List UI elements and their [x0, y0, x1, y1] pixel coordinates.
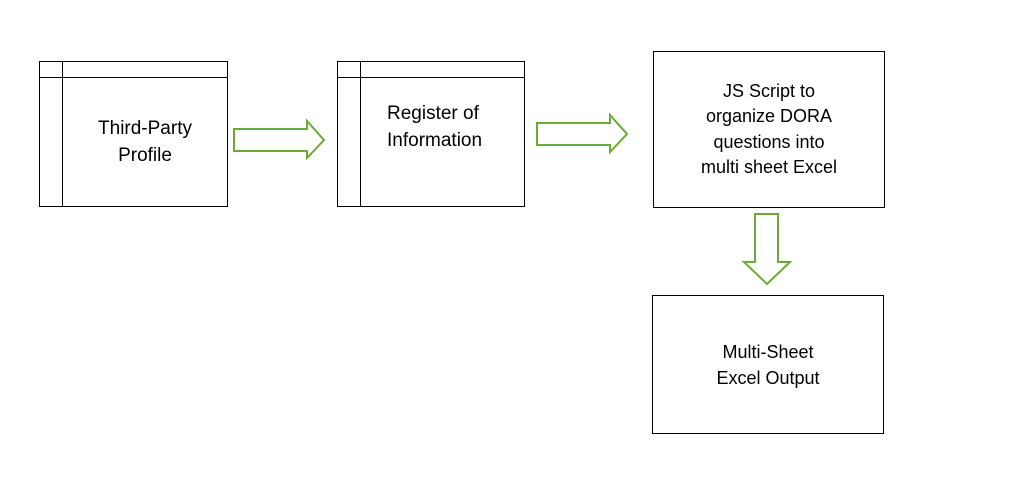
- third-party-profile-node: [39, 61, 228, 207]
- register-of-information-node: [337, 61, 525, 207]
- node-header-line: [338, 77, 524, 78]
- register-of-information-label: Register of Information: [387, 86, 522, 168]
- register-of-information-line-2: Information: [387, 130, 483, 151]
- js-script-line-2: organize DORA: [705, 106, 833, 126]
- js-script-label: JS Script to organize DORA questions int…: [653, 51, 885, 208]
- third-party-profile-line-2: Profile: [118, 145, 172, 166]
- node-header-line: [40, 77, 227, 78]
- third-party-profile-line-1: Third-Party: [98, 118, 192, 139]
- arrow-register-to-script: [536, 112, 629, 155]
- multi-sheet-output-node: [652, 295, 884, 434]
- multi-sheet-output-label: Multi-Sheet Excel Output: [652, 295, 884, 434]
- register-of-information-line-1: Register of: [387, 103, 479, 124]
- js-script-line-4: multi sheet Excel: [700, 157, 838, 177]
- multi-sheet-output-line-1: Multi-Sheet: [722, 341, 814, 362]
- js-script-node: [653, 51, 885, 208]
- node-index-line: [62, 62, 63, 206]
- arrow-script-to-output: [741, 213, 793, 286]
- js-script-line-3: questions into: [713, 131, 825, 152]
- arrow-profile-to-register: [233, 118, 326, 161]
- node-index-line: [360, 62, 361, 206]
- multi-sheet-output-line-2: Excel Output: [716, 367, 820, 388]
- js-script-line-1: JS Script to: [722, 80, 816, 101]
- third-party-profile-label: Third-Party Profile: [62, 77, 228, 207]
